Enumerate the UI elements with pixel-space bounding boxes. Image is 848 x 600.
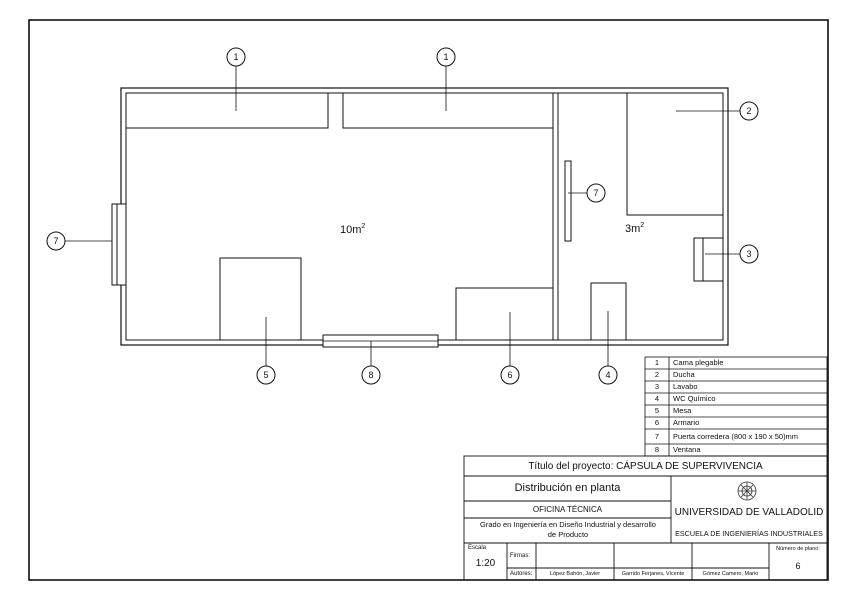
callout-7-mid-number: 7 <box>593 188 598 198</box>
callout-1a-number: 1 <box>233 52 238 62</box>
sheet-frame <box>28 19 829 581</box>
legend-label: Cama plegable <box>673 358 724 367</box>
school-name: ESCUELA DE INGENIERÍAS INDUSTRIALES <box>675 529 823 538</box>
legend-number: 2 <box>654 370 660 379</box>
callout-5 <box>256 365 276 385</box>
author-2: Garrido Ferjanes, Vicente <box>621 571 685 577</box>
callout-8-number: 8 <box>368 370 373 380</box>
legend-number: 1 <box>654 358 660 367</box>
callout-1b <box>436 47 456 67</box>
callout-7-left-number: 7 <box>53 236 58 246</box>
legend-label: Mesa <box>673 406 692 415</box>
callout-4-number: 4 <box>605 370 610 380</box>
legend-number: 4 <box>654 394 660 403</box>
project-title: Título del proyecto: CÁPSULA DE SUPERVIV… <box>528 461 763 472</box>
wardrobe <box>455 287 554 341</box>
author-3: Gómez Camero, Mario <box>702 571 759 577</box>
legend-number: 8 <box>654 445 660 454</box>
callout-6 <box>500 365 520 385</box>
sliding-door-mid <box>564 160 572 242</box>
scale-label: Escala <box>468 545 487 551</box>
bathroom-area: 3m2 <box>625 222 644 235</box>
wc <box>590 282 627 341</box>
legend-label: Armario <box>673 418 700 427</box>
callout-5-number: 5 <box>263 370 268 380</box>
title-block-grid <box>463 455 828 581</box>
plan-number-label: Número de plano: <box>776 546 820 552</box>
callout-8 <box>361 365 381 385</box>
callout-3 <box>739 244 759 264</box>
exterior-wall-outer <box>120 87 729 346</box>
callout-2 <box>739 101 759 121</box>
callout-3-number: 3 <box>746 249 751 259</box>
callout-2-number: 2 <box>746 106 751 116</box>
degree-name: Grado en Ingeniería en Diseño Industrial… <box>480 520 656 539</box>
drawing-name: Distribución en planta <box>514 482 621 494</box>
author-1: López Bahón, Javier <box>549 571 601 577</box>
university-name: UNIVERSIDAD DE VALLADOLID <box>674 507 824 518</box>
callout-4 <box>598 365 618 385</box>
department-name: OFICINA TÉCNICA <box>532 505 603 514</box>
legend-label: Lavabo <box>673 382 698 391</box>
callout-bubbles <box>46 47 759 385</box>
plan-number: 6 <box>795 561 801 571</box>
authors-label: Autores: <box>510 571 533 577</box>
legend-number: 7 <box>654 432 660 441</box>
legend-label: WC Químico <box>673 394 716 403</box>
sliding-door-left <box>111 203 127 286</box>
folding-bed-b <box>342 92 554 129</box>
callout-numbers: 1 1 2 3 7 7 5 8 6 4 <box>53 52 751 380</box>
callout-1a <box>226 47 246 67</box>
main-room-area: 10m2 <box>340 223 365 236</box>
legend-number: 5 <box>654 406 660 415</box>
callout-6-number: 6 <box>507 370 512 380</box>
callout-7-left <box>46 231 66 251</box>
folding-bed-a <box>125 92 329 129</box>
exterior-wall-inner <box>125 92 724 341</box>
legend-label: Ducha <box>673 370 695 379</box>
legend-label: Puerta corredera (800 x 190 x 50)mm <box>673 432 799 441</box>
university-seal <box>737 481 757 501</box>
signatures-label: Firmas: <box>510 553 530 559</box>
partition-wall <box>552 92 559 341</box>
callout-7-mid <box>586 183 606 203</box>
legend-number: 3 <box>654 382 660 391</box>
shower <box>626 93 723 216</box>
legend-label: Ventana <box>673 445 701 454</box>
scale-value: 1:20 <box>475 558 496 569</box>
leader-lines <box>65 65 740 366</box>
callout-1b-number: 1 <box>443 52 448 62</box>
legend-number: 6 <box>654 418 660 427</box>
table <box>219 257 302 341</box>
washbasin <box>693 237 724 282</box>
